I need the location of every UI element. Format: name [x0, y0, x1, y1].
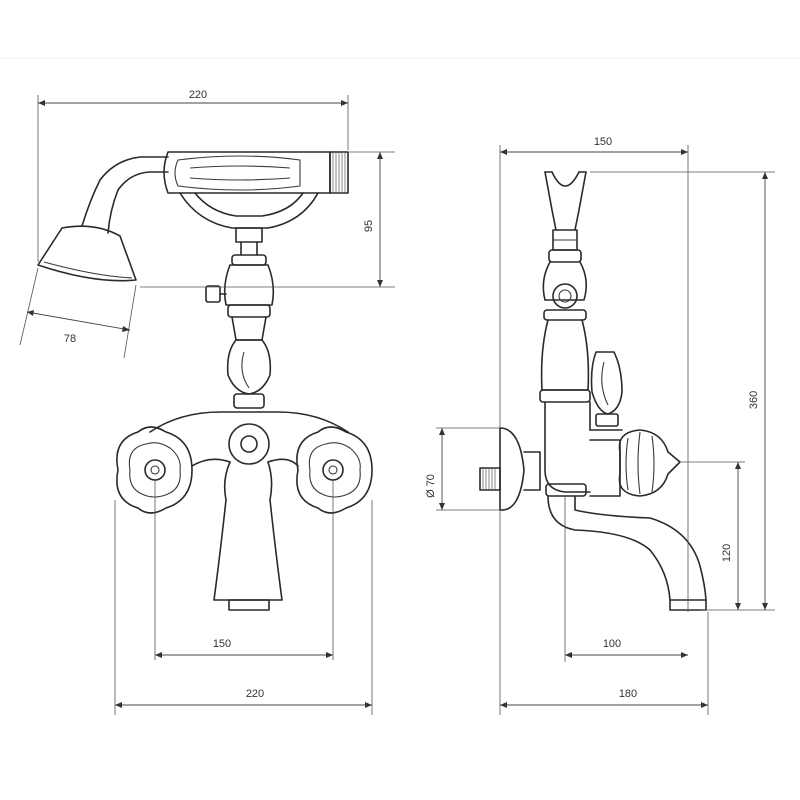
- side-handwheel: [589, 429, 681, 497]
- wall-escutcheon: [479, 427, 541, 511]
- side-lever: [589, 351, 623, 431]
- side-column: [539, 319, 591, 497]
- riser-column: [205, 227, 275, 409]
- valve-body: [116, 411, 373, 611]
- dim-total-height-label: 360: [748, 391, 760, 409]
- dim-valve-spacing-label: 150: [213, 638, 231, 650]
- dim-bottom-width-label: 220: [246, 688, 264, 700]
- dim-spout-height-label: 120: [721, 544, 733, 562]
- front-dimensions: 220 95 78 150 220: [19, 89, 395, 715]
- side-dimensions: 150 360 120 Ø 70 100: [425, 136, 775, 715]
- front-view: 220 95 78 150 220: [19, 89, 395, 715]
- dim-shower-head-label: 78: [64, 333, 76, 345]
- side-spout: [547, 495, 707, 611]
- dim-shower-height-label: 95: [363, 220, 375, 232]
- handset-hook: [542, 171, 588, 321]
- dim-spout-reach-label: 100: [603, 638, 621, 650]
- dim-bottom-depth-label: 180: [619, 688, 637, 700]
- side-view: 150 360 120 Ø 70 100: [425, 136, 775, 715]
- dim-top-label: 150: [594, 136, 612, 148]
- dim-top-width-label: 220: [189, 89, 207, 101]
- dim-diameter-label: Ø 70: [425, 474, 437, 498]
- shower-handset: [37, 151, 349, 282]
